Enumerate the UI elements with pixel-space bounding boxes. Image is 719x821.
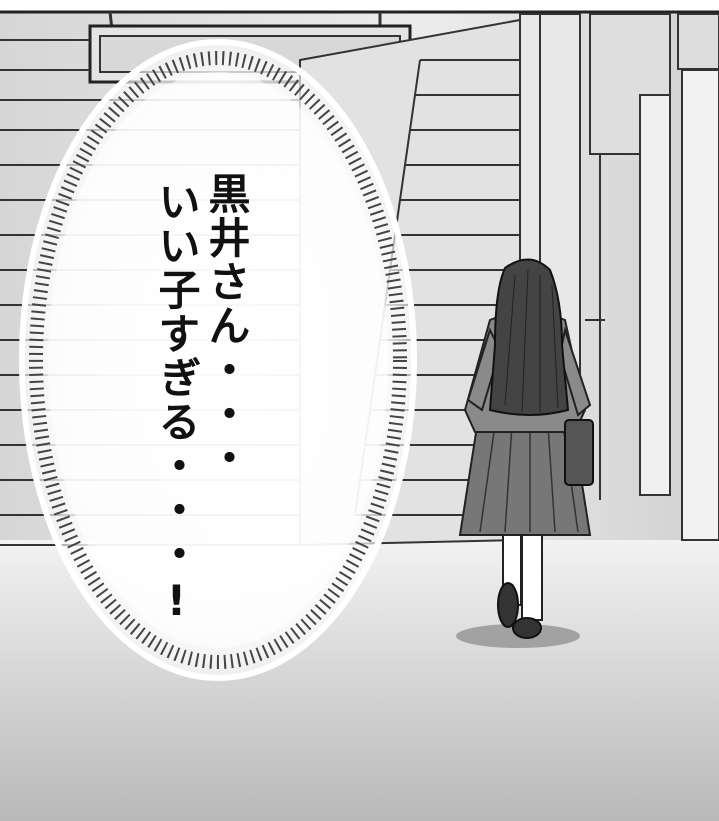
- panel-top-gutter: [0, 0, 719, 12]
- girl-figure: [456, 258, 594, 648]
- thought-bubble: [19, 39, 417, 681]
- bubble-text-line1: 黒井さん・・・: [202, 172, 251, 480]
- school-bag: [564, 419, 594, 486]
- bubble-text-line2: いい子すぎる・・・!: [152, 180, 201, 627]
